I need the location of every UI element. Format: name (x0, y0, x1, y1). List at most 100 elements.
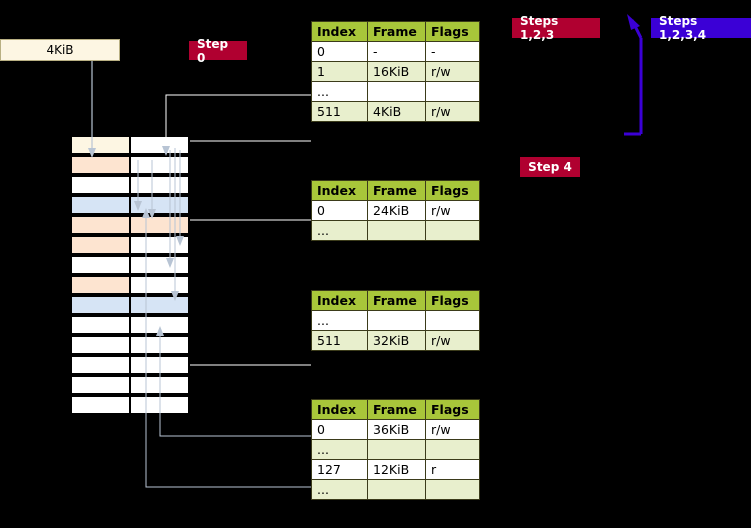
table-header-frame: Frame (367, 290, 426, 311)
table-row: ... (311, 81, 480, 102)
table-header-frame: Frame (367, 399, 426, 420)
memory-cell-right (130, 336, 189, 354)
memory-cell-right (130, 196, 189, 214)
cell-flags: r/w (425, 419, 480, 440)
cell-frame (367, 439, 426, 460)
memory-cell-left (71, 336, 130, 354)
cell-frame: 12KiB (367, 459, 426, 480)
cell-frame: 16KiB (367, 61, 426, 82)
step-4-label: Step 4 (520, 157, 580, 177)
memory-cell (70, 195, 190, 215)
table-row: 0-- (311, 41, 480, 62)
table-header-index: Index (311, 399, 368, 420)
steps-1234-label: Steps 1,2,3,4 (651, 14, 751, 42)
cell-frame: - (367, 41, 426, 62)
memory-cell-right (130, 356, 189, 374)
steps-123-label: Steps 1,2,3 (512, 14, 600, 42)
cell-index: ... (311, 81, 368, 102)
memory-cell-left (71, 236, 130, 254)
cell-flags (425, 439, 480, 460)
memory-cell-right (130, 396, 189, 414)
table-header-flags: Flags (425, 290, 480, 311)
cell-index: 511 (311, 101, 368, 122)
memory-cell (70, 375, 190, 395)
memory-cell (70, 355, 190, 375)
cell-frame: 4KiB (367, 101, 426, 122)
memory-cell (70, 295, 190, 315)
memory-cell (70, 275, 190, 295)
cell-index: 511 (311, 330, 368, 351)
table-header-index: Index (311, 290, 368, 311)
cell-flags: r (425, 459, 480, 480)
memory-cell (70, 395, 190, 415)
table-header-frame: Frame (367, 21, 426, 42)
memory-cell-right (130, 236, 189, 254)
memory-cell-left (71, 256, 130, 274)
table-row: ... (311, 310, 480, 331)
memory-cell-left (71, 136, 130, 154)
cell-index: 0 (311, 41, 368, 62)
memory-cell-right (130, 216, 189, 234)
table-row: ... (311, 479, 480, 500)
physical-memory-column (70, 135, 190, 415)
memory-cell-right (130, 276, 189, 294)
memory-cell-left (71, 376, 130, 394)
memory-cell-left (71, 176, 130, 194)
cell-index: ... (311, 220, 368, 241)
cell-frame (367, 310, 426, 331)
step-0-label: Step 0 (189, 37, 247, 65)
memory-cell-right (130, 376, 189, 394)
memory-cell (70, 175, 190, 195)
cell-frame: 36KiB (367, 419, 426, 440)
cell-index: ... (311, 439, 368, 460)
memory-cell-left (71, 296, 130, 314)
memory-cell-left (71, 216, 130, 234)
cell-index: 0 (311, 200, 368, 221)
cell-flags: r/w (425, 330, 480, 351)
memory-cell (70, 315, 190, 335)
table-row: ... (311, 220, 480, 241)
memory-cell (70, 335, 190, 355)
memory-cell (70, 255, 190, 275)
cell-index: 1 (311, 61, 368, 82)
cell-frame (367, 479, 426, 500)
cell-flags (425, 479, 480, 500)
memory-cell-right (130, 156, 189, 174)
cell-index: ... (311, 479, 368, 500)
memory-cell-left (71, 356, 130, 374)
memory-cell-left (71, 156, 130, 174)
memory-cell (70, 135, 190, 155)
memory-cell-left (71, 196, 130, 214)
table-header-frame: Frame (367, 180, 426, 201)
memory-cell (70, 235, 190, 255)
table-header-index: Index (311, 21, 368, 42)
cell-index: 0 (311, 419, 368, 440)
memory-cell-left (71, 316, 130, 334)
memory-cell (70, 155, 190, 175)
cell-flags: r/w (425, 200, 480, 221)
memory-cell-right (130, 256, 189, 274)
cell-frame (367, 220, 426, 241)
memory-cell-right (130, 296, 189, 314)
memory-cell (70, 215, 190, 235)
table-header-flags: Flags (425, 180, 480, 201)
memory-cell-right (130, 136, 189, 154)
memory-cell-left (71, 276, 130, 294)
table-header-flags: Flags (425, 21, 480, 42)
table-row: ... (311, 439, 480, 460)
memory-cell-right (130, 316, 189, 334)
cell-index: 127 (311, 459, 368, 480)
cell-flags: - (425, 41, 480, 62)
cell-frame: 24KiB (367, 200, 426, 221)
